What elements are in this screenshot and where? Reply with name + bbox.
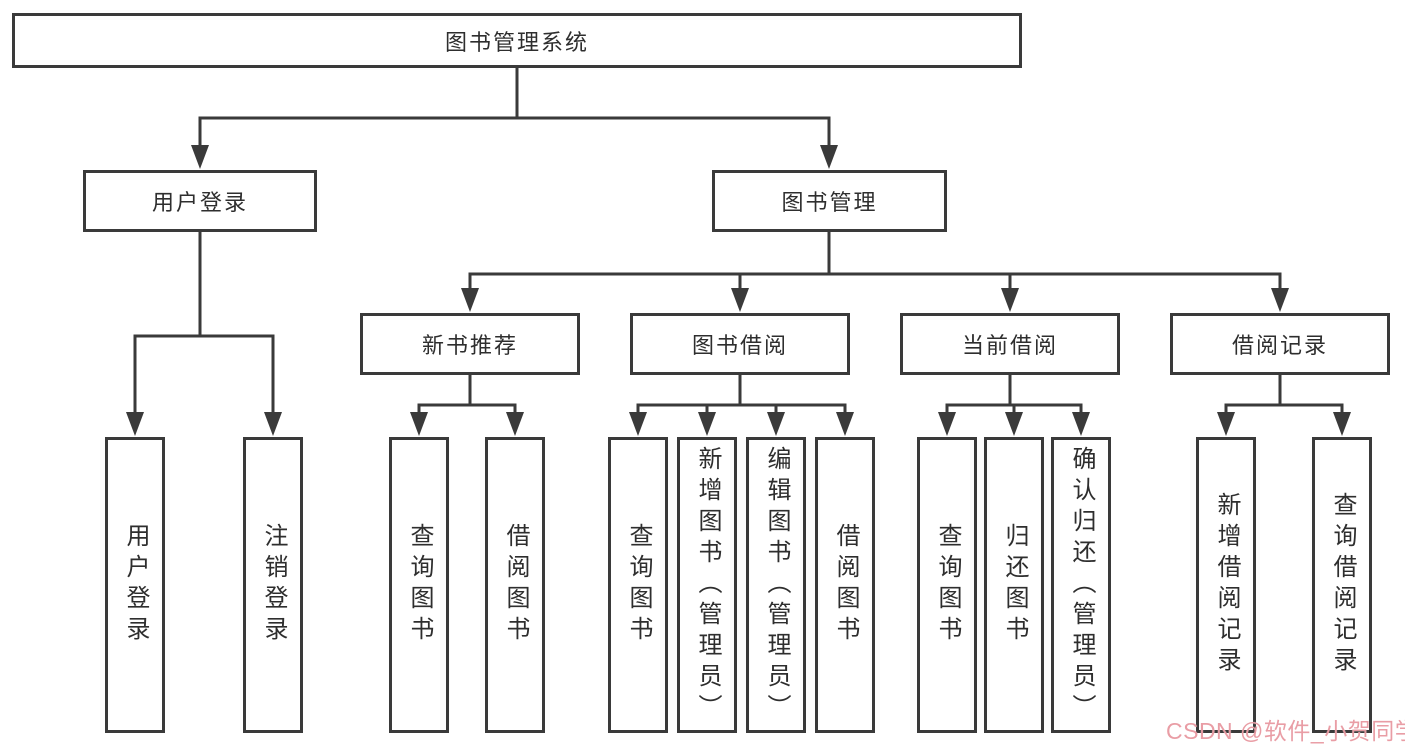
node-book-management: 图书管理: [712, 170, 947, 232]
node-label: 查询图书: [406, 523, 433, 647]
node-library-system: 图书管理系统: [12, 13, 1022, 68]
connector-book-management: [468, 230, 1282, 291]
connector-borrowing-records: [1224, 373, 1344, 415]
node-label: 图书管理: [781, 190, 878, 215]
node-label: 借阅图书: [502, 523, 529, 647]
arrow-icon: [1333, 412, 1351, 436]
arrow-icon: [820, 145, 838, 169]
connector-new-book-recommend: [417, 373, 517, 415]
arrow-icon: [410, 412, 428, 436]
node-label: 图书管理系统: [444, 29, 589, 55]
leaf-query-books-current: 查询图书: [917, 437, 977, 733]
leaf-borrow-books-recommend: 借阅图书: [485, 437, 545, 733]
node-label: 用户登录: [151, 190, 248, 215]
arrow-icon: [1072, 412, 1090, 436]
arrow-icon: [461, 288, 479, 312]
arrow-icon: [191, 145, 209, 169]
node-label: 新增借阅记录: [1213, 492, 1240, 678]
leaf-borrow-books-borrowing: 借阅图书: [815, 437, 875, 733]
node-label: 用户登录: [122, 523, 149, 647]
node-label: 注销登录: [260, 523, 287, 647]
leaf-confirm-return-admin: 确认归还（管理员）: [1051, 437, 1111, 733]
arrowheads: [126, 145, 1351, 436]
connector-user-login: [133, 230, 275, 415]
node-book-borrowing: 图书借阅: [630, 313, 850, 375]
arrow-icon: [731, 288, 749, 312]
leaf-return-books: 归还图书: [984, 437, 1044, 733]
node-label: 确认归还（管理员）: [1068, 445, 1095, 725]
leaf-add-borrow-record: 新增借阅记录: [1196, 437, 1256, 733]
leaf-edit-book-admin: 编辑图书（管理员）: [746, 437, 806, 733]
node-label: 查询图书: [625, 523, 652, 647]
node-label: 查询借阅记录: [1329, 492, 1356, 678]
node-new-book-recommend: 新书推荐: [360, 313, 580, 375]
arrow-icon: [1001, 288, 1019, 312]
node-current-borrowing: 当前借阅: [900, 313, 1120, 375]
node-label: 当前借阅: [961, 333, 1058, 358]
node-label: 归还图书: [1001, 523, 1028, 647]
node-user-login: 用户登录: [83, 170, 317, 232]
arrow-icon: [698, 412, 716, 436]
connector-book-borrowing: [636, 373, 847, 415]
connector-current-borrowing: [945, 373, 1083, 415]
arrow-icon: [629, 412, 647, 436]
leaf-add-book-admin: 新增图书（管理员）: [677, 437, 737, 733]
arrow-icon: [938, 412, 956, 436]
node-label: 借阅图书: [832, 523, 859, 647]
leaf-user-login: 用户登录: [105, 437, 165, 733]
arrow-icon: [1005, 412, 1023, 436]
arrow-icon: [1271, 288, 1289, 312]
node-label: 编辑图书（管理员）: [763, 445, 790, 725]
arrow-icon: [506, 412, 524, 436]
leaf-query-books-borrowing: 查询图书: [608, 437, 668, 733]
arrow-icon: [767, 412, 785, 436]
arrow-icon: [264, 412, 282, 436]
leaf-query-borrow-record: 查询借阅记录: [1312, 437, 1372, 733]
arrow-icon: [836, 412, 854, 436]
connector-root: [198, 66, 831, 148]
node-label: 新增图书（管理员）: [694, 445, 721, 725]
node-label: 图书借阅: [691, 333, 788, 358]
leaf-logout-login: 注销登录: [243, 437, 303, 733]
arrow-icon: [126, 412, 144, 436]
arrow-icon: [1217, 412, 1235, 436]
node-label: 新书推荐: [421, 333, 518, 358]
leaf-query-books-recommend: 查询图书: [389, 437, 449, 733]
node-label: 借阅记录: [1231, 333, 1328, 358]
node-label: 查询图书: [934, 523, 961, 647]
node-borrowing-records: 借阅记录: [1170, 313, 1390, 375]
